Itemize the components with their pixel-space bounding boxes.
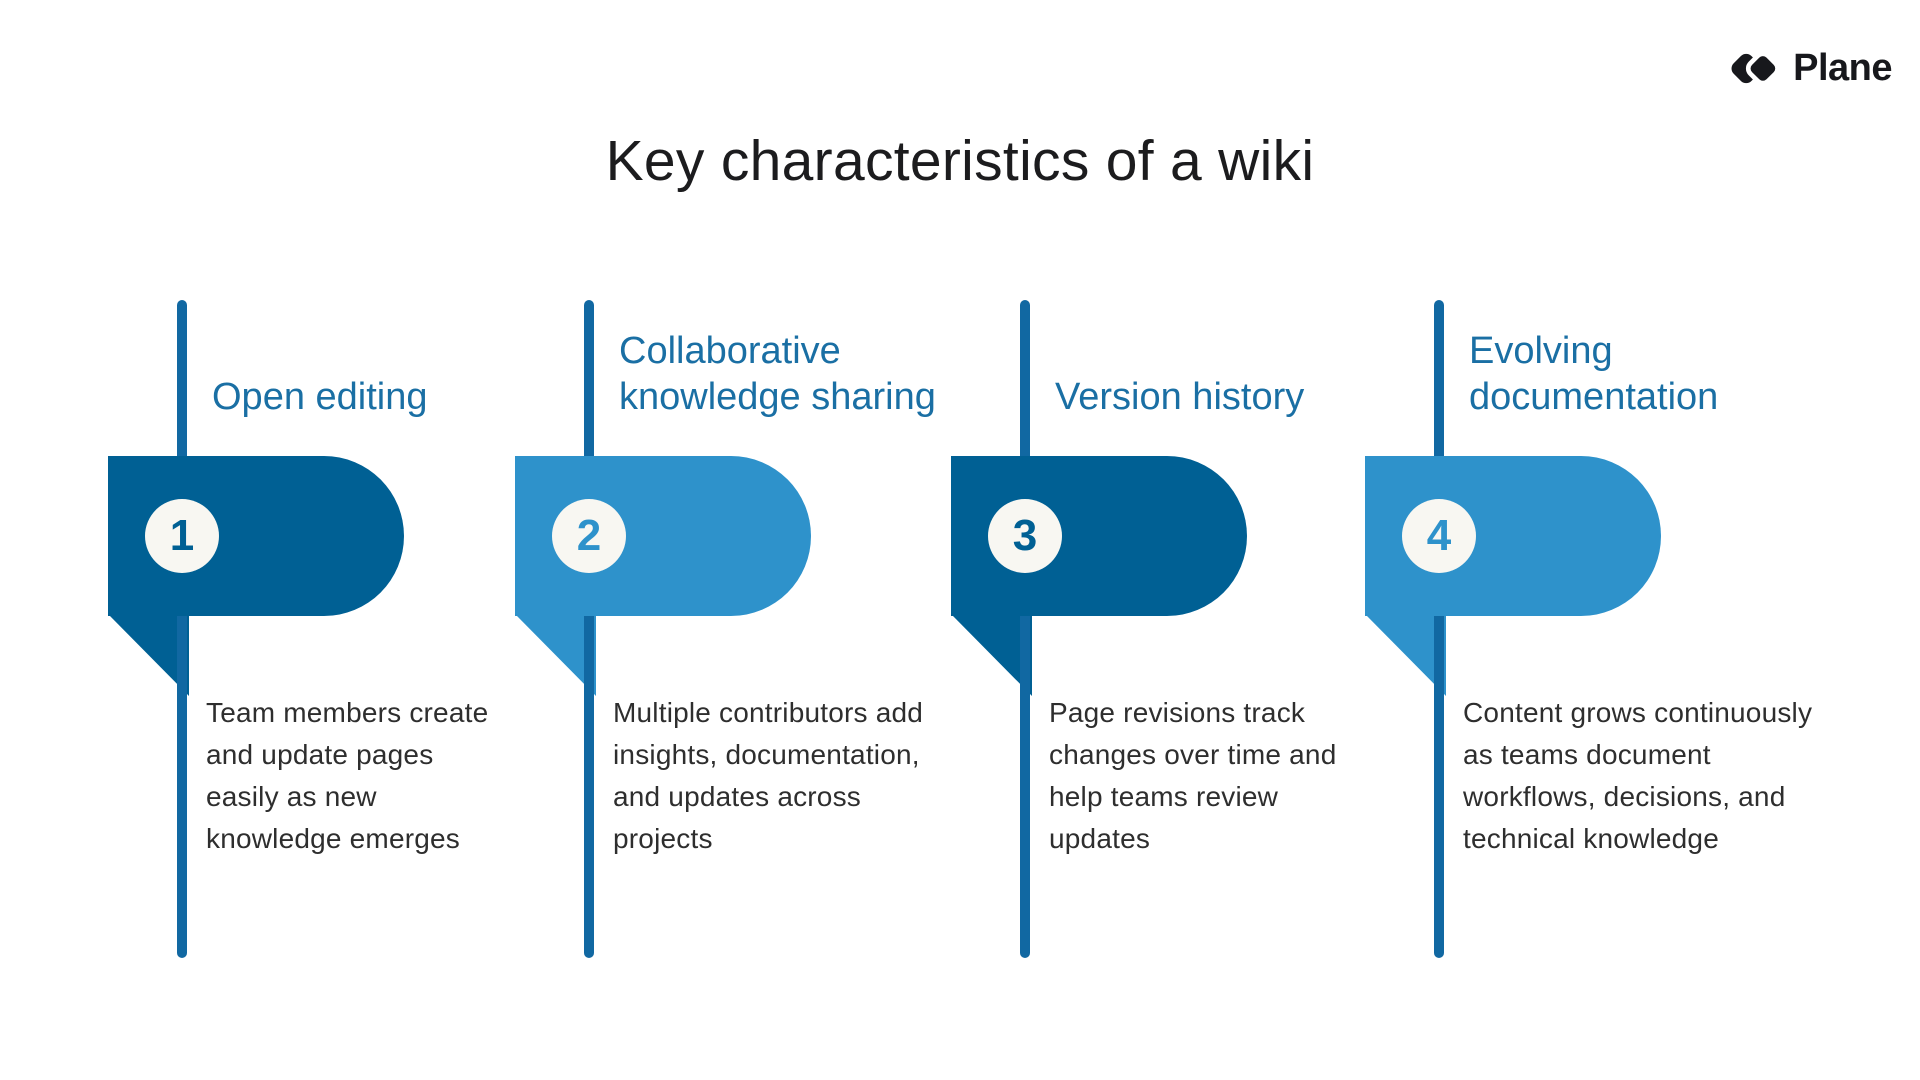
characteristic-item-1: 1 Open editing Team members create and u…	[108, 0, 528, 1080]
timeline-line	[1434, 300, 1444, 958]
timeline-line	[177, 300, 187, 958]
number-label: 2	[576, 511, 602, 560]
number-badge: 4	[1402, 499, 1476, 573]
item-description: Team members create and update pages eas…	[206, 697, 489, 854]
number-label: 4	[1426, 511, 1452, 560]
item-description: Multiple contributors add insights, docu…	[613, 697, 924, 854]
item-description: Page revisions track changes over time a…	[1049, 697, 1337, 854]
item-description: Content grows continuously as teams docu…	[1463, 697, 1813, 854]
page-title: Key characteristics of a wiki	[605, 129, 1315, 193]
item-heading: Version history	[1055, 376, 1305, 418]
characteristic-item-2: 2 Collaborative knowledge sharing Multip…	[515, 0, 936, 1080]
plane-logo-text: Plane	[1793, 46, 1892, 89]
number-badge: 2	[552, 499, 626, 573]
characteristic-item-4: 4 Evolving documentation Content grows c…	[1365, 0, 1812, 1080]
timeline-line	[584, 300, 594, 958]
number-badge: 1	[145, 499, 219, 573]
timeline-line	[1020, 300, 1030, 958]
number-label: 1	[169, 511, 195, 560]
plane-logo-icon	[1727, 42, 1783, 94]
number-badge: 3	[988, 499, 1062, 573]
item-heading: Evolving documentation	[1469, 330, 1719, 418]
item-heading: Collaborative knowledge sharing	[619, 330, 936, 418]
characteristic-item-3: 3 Version history Page revisions track c…	[951, 0, 1371, 1080]
number-label: 3	[1012, 511, 1038, 560]
plane-logo: Plane	[1727, 42, 1892, 94]
item-heading: Open editing	[212, 376, 428, 418]
